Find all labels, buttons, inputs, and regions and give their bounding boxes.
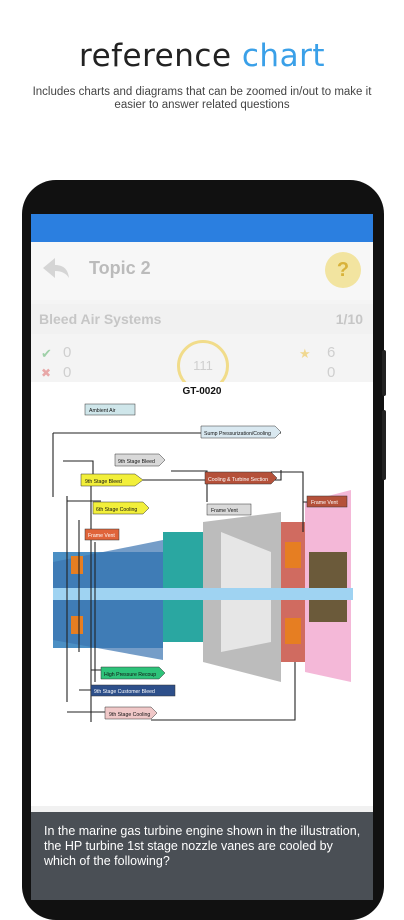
label-9th-stage-cooling: 9th Stage Cooling [109,712,150,718]
label-box-ambient-air [84,403,136,416]
question-panel: In the marine gas turbine engine shown i… [31,812,373,900]
help-icon[interactable]: ? [325,252,361,288]
label-box-9th-stage-cooling [104,706,158,720]
headline: reference chart [0,38,404,74]
question-progress: 1/10 [335,311,363,327]
score-count: 6 [327,344,336,361]
label-box-9th-stage-bleed [114,453,166,467]
label-box-frame-vent-left [84,528,120,541]
correct-count: 0 [63,344,72,361]
star-icon: ★ [299,346,311,361]
stats-row: ✔ 0 ✖ 0 111 ★ 6 0 [31,336,373,392]
label-ambient-air: Ambient Air [89,408,116,414]
headline-accent: chart [241,38,325,74]
label-box-cooling-turbine [204,471,278,485]
phone-side-button [382,410,386,480]
label-frame-vent-left: Frame Vent [88,533,115,539]
phone-screen: Topic 2 ? Bleed Air Systems 1/10 ✔ 0 ✖ 0… [31,214,373,900]
category-bar: Bleed Air Systems 1/10 [31,304,373,334]
label-box-customer-bleed [90,684,176,697]
subheadline: Includes charts and diagrams that can be… [32,86,372,111]
headline-text: reference [79,38,242,74]
app-bar: Topic 2 ? [31,242,373,300]
cross-icon: ✖ [41,366,52,380]
status-bar [31,214,373,242]
piping-lines [52,432,336,722]
label-box-frame-vent [206,503,252,516]
label-9th-stage-bleed-2: 9th Stage Bleed [85,479,122,485]
label-customer-bleed: 9th Stage Customer Bleed [94,689,155,695]
phone-volume-button [382,350,386,396]
label-high-pressure-recoup: High Pressure Recoup [104,672,156,678]
engine-diagram: Ambient Air Sump Pressurization/Cooling … [52,403,353,722]
back-arrow-icon[interactable] [41,256,71,280]
reference-chart[interactable]: GT-0020 [31,382,373,806]
question-text: In the marine gas turbine engine shown i… [44,824,361,868]
label-cooling-turbine-section: Cooling & Turbine Section [208,477,268,483]
label-sump-pressurization: Sump Pressurization/Cooling [204,431,271,437]
skipped-count: 0 [327,364,336,381]
label-box-frame-vent-right [306,495,348,508]
engine-illustration [53,490,353,682]
label-9th-stage-bleed: 9th Stage Bleed [118,459,155,465]
check-icon: ✔ [41,346,52,361]
label-6th-stage-cooling: 6th Stage Cooling [96,507,137,513]
topic-title: Topic 2 [89,258,151,278]
label-frame-vent: Frame Vent [211,508,238,514]
label-box-sump [200,425,282,439]
chart-title: GT-0020 [182,386,222,397]
label-box-high-pressure-recoup [100,666,166,680]
label-box-6th-stage-cooling [92,501,150,515]
category-label: Bleed Air Systems [39,311,162,327]
wrong-count: 0 [63,364,72,381]
label-box-9th-stage-bleed-2 [80,473,144,487]
label-frame-vent-right: Frame Vent [311,500,338,506]
